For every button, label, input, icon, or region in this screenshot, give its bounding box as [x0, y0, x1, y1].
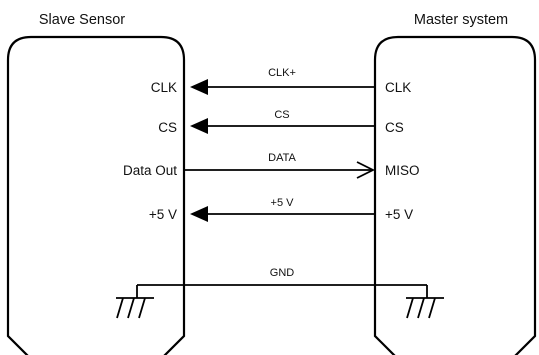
power-arrowhead	[190, 206, 208, 222]
data-wire	[184, 161, 376, 179]
master-ground-icon	[406, 285, 444, 319]
cs-wire	[190, 118, 375, 134]
master-pin-miso: MISO	[385, 163, 420, 178]
power-signal-label: +5 V	[271, 197, 295, 209]
clk-signal-label: CLK+	[268, 67, 296, 79]
cs-arrowhead	[190, 118, 208, 134]
slave-title: Slave Sensor	[39, 12, 125, 28]
slave-device-box	[6, 35, 186, 355]
gnd-wire	[116, 284, 444, 319]
master-pin-cs: CS	[385, 120, 404, 135]
master-pin-clk: CLK	[385, 80, 411, 95]
gnd-signal-label: GND	[270, 267, 295, 279]
master-pin-power: +5 V	[385, 207, 413, 222]
slave-pin-data-out: Data Out	[123, 163, 177, 178]
slave-pin-power: +5 V	[149, 207, 177, 222]
clk-wire	[190, 79, 375, 95]
cs-signal-label: CS	[274, 109, 289, 121]
slave-pin-cs: CS	[158, 120, 177, 135]
data-arrowhead	[356, 161, 376, 179]
clk-arrowhead	[190, 79, 208, 95]
master-title: Master system	[414, 12, 508, 28]
slave-ground-icon	[116, 285, 154, 319]
data-signal-label: DATA	[268, 152, 296, 164]
slave-pin-clk: CLK	[151, 80, 177, 95]
master-device-box	[373, 35, 537, 355]
power-wire	[190, 206, 375, 222]
